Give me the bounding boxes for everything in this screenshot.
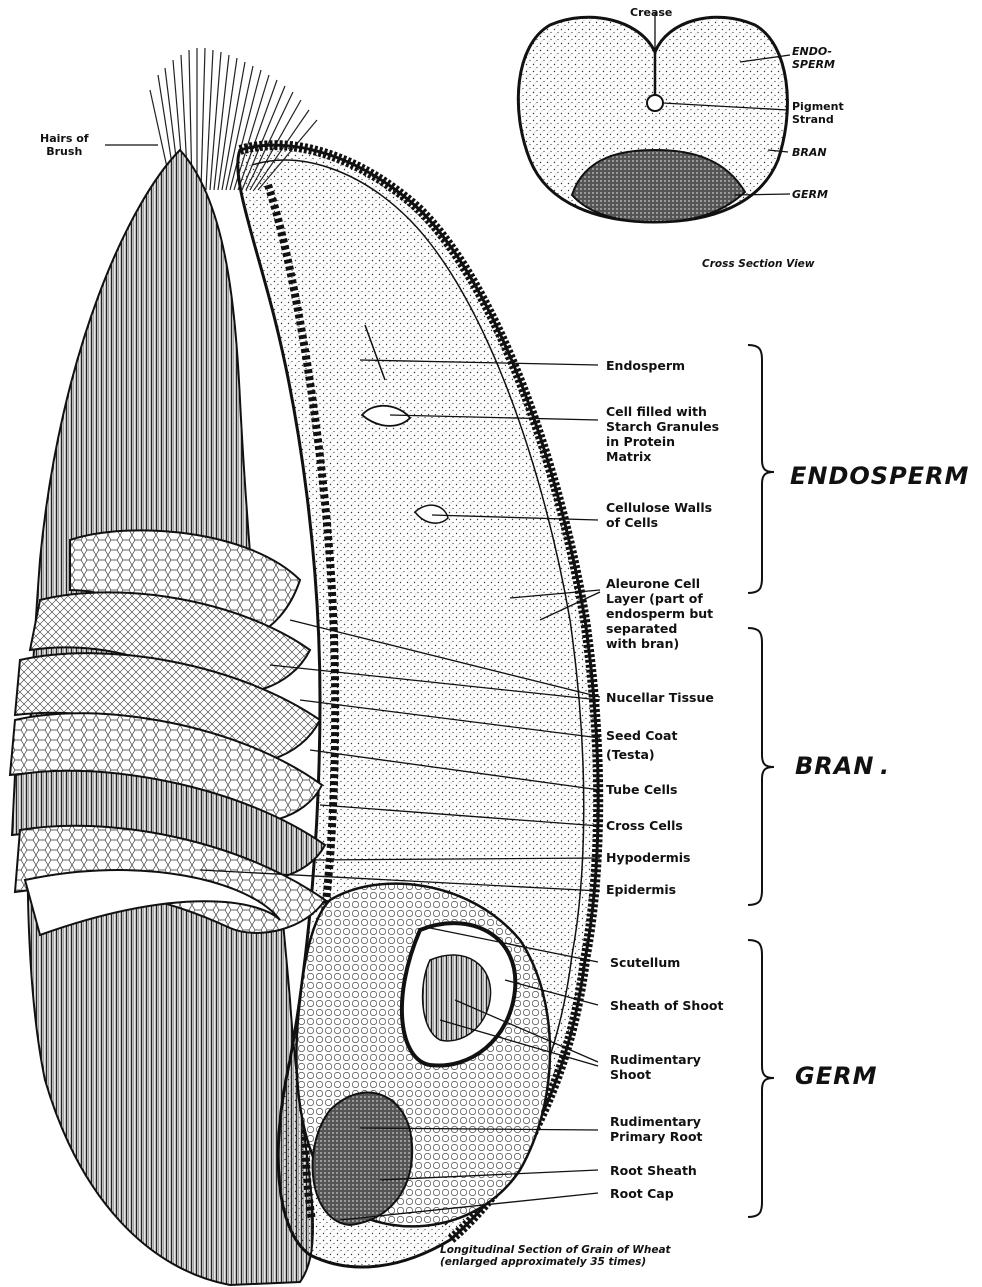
aleurone-label: Aleurone Cell Layer (part of endosperm b…: [606, 576, 713, 651]
bran-period: .: [880, 752, 890, 780]
root-sheath-label: Root Sheath: [610, 1163, 697, 1178]
rudimentary-primary-root-label: Rudimentary Primary Root: [610, 1114, 703, 1144]
root-cap-label: Root Cap: [610, 1186, 674, 1201]
group-endosperm-title: ENDOSPERM: [790, 462, 969, 490]
tube-cells-label: Tube Cells: [606, 782, 678, 797]
group-bran-title: BRAN: [795, 752, 874, 780]
cross-germ-label: GERM: [792, 188, 828, 201]
seed-coat-label: Seed Coat (Testa): [606, 726, 677, 764]
rudimentary-shoot-label: Rudimentary Shoot: [610, 1052, 701, 1082]
endosperm-label: Endosperm: [606, 358, 685, 373]
cross-endosperm-label: ENDO- SPERM: [792, 45, 835, 71]
pigment-strand-label: Pigment Strand: [792, 100, 844, 126]
hypodermis-label: Hypodermis: [606, 850, 691, 865]
cross-bran-label: BRAN: [792, 146, 827, 159]
group-germ-title: GERM: [795, 1062, 877, 1090]
longitudinal-caption: Longitudinal Section of Grain of Wheat (…: [440, 1244, 671, 1268]
sheath-of-shoot-label: Sheath of Shoot: [610, 998, 723, 1013]
cross-section-caption: Cross Section View: [702, 258, 815, 270]
cell-filled-label: Cell filled with Starch Granules in Prot…: [606, 404, 719, 464]
nucellar-tissue-label: Nucellar Tissue: [606, 690, 714, 705]
cellulose-walls-label: Cellulose Walls of Cells: [606, 500, 712, 530]
crease-label: Crease: [630, 6, 672, 19]
cross-cells-label: Cross Cells: [606, 818, 683, 833]
epidermis-label: Epidermis: [606, 882, 676, 897]
scutellum-label: Scutellum: [610, 955, 680, 970]
hairs-of-brush-label: Hairs of Brush: [40, 132, 89, 158]
